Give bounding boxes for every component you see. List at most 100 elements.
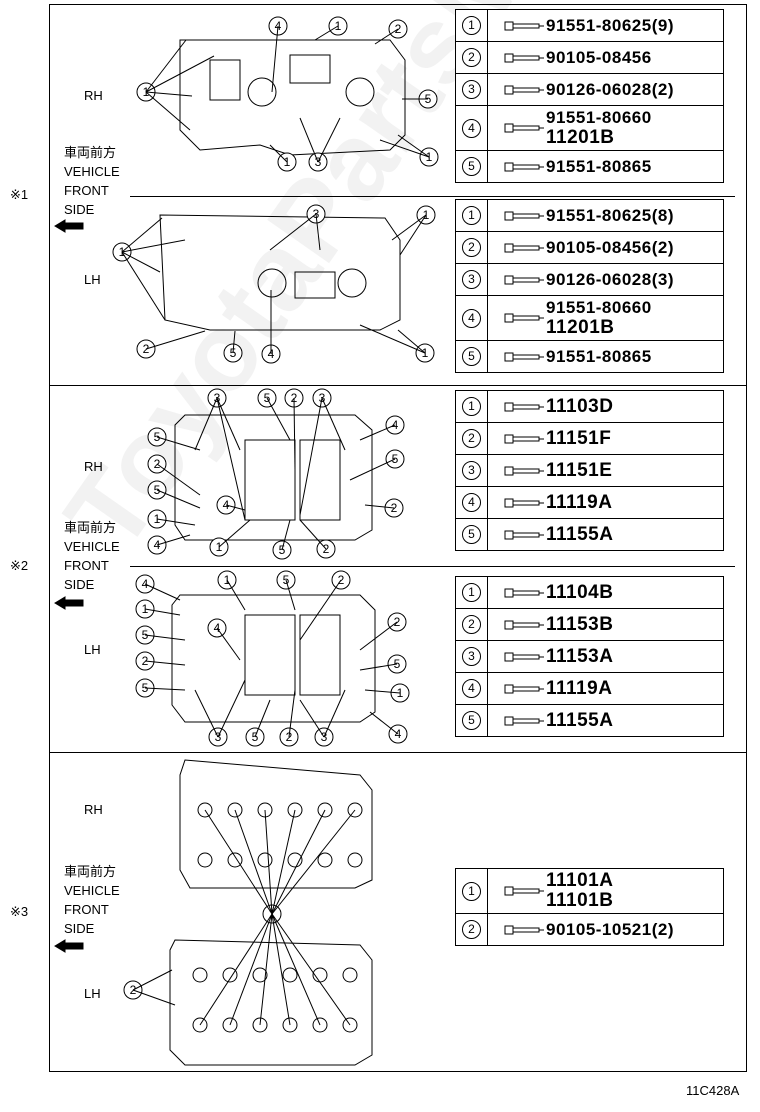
callout-number: 3 [462, 461, 481, 480]
callout-number: 2 [394, 615, 401, 629]
part-description: 91551-80865 [487, 340, 724, 373]
row-number: 3 [455, 454, 488, 487]
part-number-secondary: 11201B [546, 317, 615, 338]
row-number: 3 [455, 263, 488, 296]
port [289, 54, 331, 84]
callout-number: 1 [335, 19, 342, 33]
leader-line [216, 397, 241, 451]
part-description: 11151F [487, 422, 724, 455]
leader-line [254, 699, 271, 738]
leader-line [226, 579, 246, 611]
engine-block-outline [171, 594, 376, 723]
row-number: 2 [455, 608, 488, 641]
front-side-label: 車両前方 VEHICLE FRONT SIDE [64, 145, 120, 217]
leader-line [364, 504, 395, 509]
part-description: 90105-10521(2) [487, 913, 724, 946]
leader-line [299, 117, 319, 163]
callout-number: 2 [462, 238, 481, 257]
bolt-hole [252, 967, 268, 983]
callout-number: 3 [462, 270, 481, 289]
bolt-icon [504, 243, 544, 252]
lh-label: LH [84, 642, 101, 657]
leader-line [266, 397, 291, 441]
leader-line [391, 214, 427, 241]
bolt-hole [347, 802, 363, 818]
cylinder-head-outline [179, 759, 373, 889]
parts-row: 1 91551-80625(9) [455, 9, 724, 42]
callout-number: 2 [395, 22, 402, 36]
bolt-icon [504, 53, 544, 62]
bolt-icon [504, 352, 544, 361]
part-number: 91551-80625(9) [546, 15, 674, 35]
leader-line [121, 251, 166, 321]
leader-line [299, 519, 327, 550]
bolt-hole [222, 967, 238, 983]
parts-row: 1 11103D [455, 390, 724, 423]
leader-line [156, 489, 201, 509]
leader-line [156, 518, 196, 526]
leader-line [299, 579, 342, 641]
leader-line [132, 969, 173, 991]
bolt-hole [197, 802, 213, 818]
row-number: 3 [455, 640, 488, 673]
engine-cover-outline [159, 214, 401, 331]
part-number-secondary: 11101B [546, 890, 614, 911]
callout-number: 2 [462, 48, 481, 67]
bolt-hole [222, 1017, 238, 1033]
bolt-hole [342, 1017, 358, 1033]
callout-number: 2 [323, 542, 330, 556]
section-divider-1 [49, 385, 747, 386]
callout-number: 1 [462, 397, 481, 416]
figure-code: 11C428A [686, 1083, 740, 1098]
bolt-icon [504, 211, 544, 220]
callout-number: 1 [422, 346, 429, 360]
leader-line [232, 330, 236, 354]
row-number: 2 [455, 231, 488, 264]
callout-number: 4 [462, 308, 481, 328]
leader-line [288, 689, 296, 738]
leader-line [144, 687, 186, 691]
part-description: 11119A [487, 672, 724, 705]
part-number: 11153B [546, 613, 614, 635]
bolt-icon [504, 684, 544, 693]
leader-line [217, 679, 246, 738]
leader-line [299, 397, 323, 516]
boss [257, 268, 287, 298]
bolt-icon [504, 434, 544, 443]
row-number: 4 [455, 105, 488, 151]
row-number: 2 [455, 422, 488, 455]
row-number: 5 [455, 150, 488, 183]
leader-line [259, 913, 273, 1026]
bolt-hole [227, 802, 243, 818]
leader-line [144, 608, 181, 616]
lh-label: LH [84, 272, 101, 287]
leader-line [144, 583, 181, 601]
leader-line [145, 91, 191, 131]
callout-number: 1 [462, 206, 481, 225]
bolt-hole [282, 1017, 298, 1033]
leader-line [285, 579, 296, 611]
callout-number: 1 [423, 208, 430, 222]
bore [244, 439, 296, 521]
bolt-hole [192, 967, 208, 983]
leader-line [144, 660, 186, 666]
rh-lh-divider-1 [130, 196, 735, 197]
leader-line [218, 519, 251, 548]
part-number: 11103D [546, 395, 614, 417]
bore [244, 614, 296, 696]
callout-number: 1 [397, 686, 404, 700]
callout-number: 1 [462, 16, 481, 35]
leader-line [317, 117, 341, 163]
part-number: 11155A [546, 523, 614, 545]
callout-number: 1 [426, 150, 433, 164]
leader-line [323, 689, 346, 738]
part-description: 11155A [487, 518, 724, 551]
row-number: 4 [455, 295, 488, 341]
leader-line [271, 809, 326, 915]
part-number: 91551-80660 [546, 108, 652, 127]
